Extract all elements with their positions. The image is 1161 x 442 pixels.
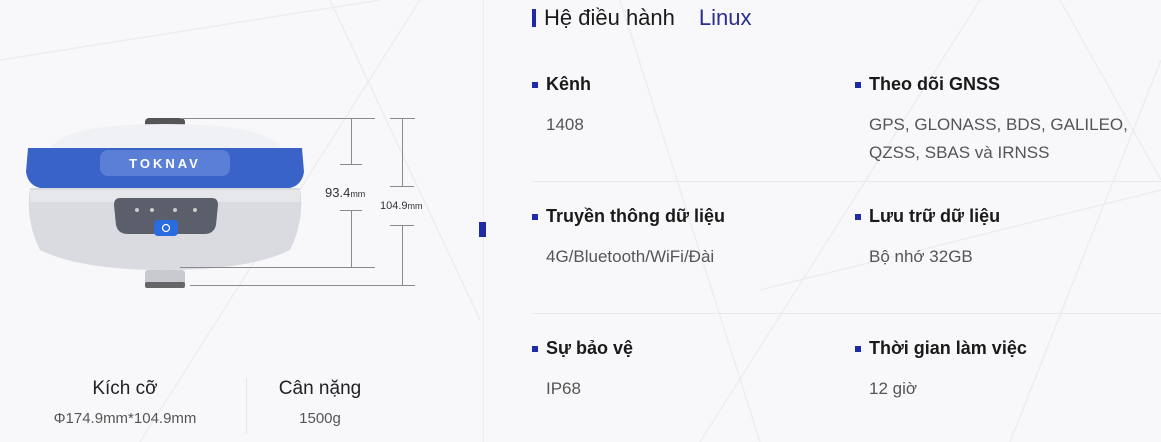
dimension-line: [180, 267, 375, 268]
spec-title: Cân nặng: [278, 378, 362, 399]
spec-channels: Kênh 1408: [532, 74, 591, 139]
bullet-icon: [532, 81, 538, 88]
os-row: Hệ điều hành Linux: [532, 5, 751, 31]
dimension-line: [190, 285, 415, 286]
dimension-line: [340, 164, 362, 165]
receiver-icon: TOKNAV: [26, 118, 304, 288]
bullet-icon: [855, 213, 861, 220]
unit: mm: [350, 189, 366, 199]
os-value: Linux: [698, 5, 752, 30]
active-marker: [479, 222, 486, 237]
spec-title: Kênh: [546, 74, 591, 94]
height-inner-label: 93.4mm: [325, 185, 365, 200]
spec-title: Theo dõi GNSS: [869, 74, 1001, 94]
dimension-line: [340, 210, 362, 211]
spec-title: Thời gian làm việc: [869, 338, 1027, 358]
product-image-panel: TOKNAV 93.4mm 104.9mm: [0, 0, 483, 442]
bullet-icon: [532, 345, 538, 352]
dimension-line: [402, 118, 403, 186]
spec-value: IP68: [546, 379, 581, 398]
panel-divider: [483, 0, 484, 442]
dimension-line: [351, 210, 352, 267]
spec-weight: Cân nặng 1500g: [255, 378, 385, 427]
dimension-line: [390, 225, 414, 226]
spec-value: GPS, GLONASS, BDS, GALILEO, QZSS, SBAS v…: [869, 111, 1128, 167]
spec-title: Sự bảo vệ: [546, 338, 634, 358]
dimension-line: [180, 118, 375, 119]
dimension-line: [351, 118, 352, 164]
spec-data-storage: Lưu trữ dữ liệu Bộ nhớ 32GB: [855, 206, 1000, 271]
bullet-icon: [855, 345, 861, 352]
gnss-receiver-illustration: TOKNAV: [20, 110, 320, 290]
os-label: Hệ điều hành: [544, 5, 675, 30]
divider: [246, 378, 247, 434]
spec-size: Kích cỡ Φ174.9mm*104.9mm: [40, 378, 210, 427]
row-divider: [532, 313, 1161, 314]
specs-panel: Hệ điều hành Linux Kênh 1408 Theo dõi GN…: [484, 0, 1161, 442]
spec-value: Bộ nhớ 32GB: [869, 247, 973, 266]
spec-working-time: Thời gian làm việc 12 giờ: [855, 338, 1027, 403]
spec-title: Kích cỡ: [92, 378, 158, 399]
bullet-icon: [855, 81, 861, 88]
spec-data-communication: Truyền thông dữ liệu 4G/Bluetooth/WiFi/Đ…: [532, 206, 725, 271]
accent-bar: [532, 9, 536, 27]
spec-value: 4G/Bluetooth/WiFi/Đài: [546, 247, 715, 266]
spec-title: Lưu trữ dữ liệu: [869, 206, 1001, 226]
dimension-line: [390, 186, 414, 187]
height-inner-value: 93.4: [325, 185, 351, 200]
spec-title: Truyền thông dữ liệu: [546, 206, 726, 226]
spec-value: Φ174.9mm*104.9mm: [53, 410, 197, 427]
row-divider: [532, 181, 1161, 182]
height-outer-value: 104.9: [380, 200, 408, 212]
bullet-icon: [532, 213, 538, 220]
dimension-line: [402, 225, 403, 285]
spec-value-line: GPS, GLONASS, BDS, GALILEO,: [869, 115, 1128, 134]
spec-value: 1500g: [299, 410, 341, 427]
spec-protection: Sự bảo vệ IP68: [532, 338, 633, 403]
spec-value: 1408: [546, 115, 584, 134]
spec-gnss-tracking: Theo dõi GNSS GPS, GLONASS, BDS, GALILEO…: [855, 74, 1128, 167]
height-outer-label: 104.9mm: [380, 200, 423, 212]
spec-value: 12 giờ: [869, 379, 918, 398]
svg-text:TOKNAV: TOKNAV: [129, 156, 201, 171]
spec-value-line: QZSS, SBAS và IRNSS: [869, 143, 1050, 162]
unit: mm: [407, 201, 423, 211]
